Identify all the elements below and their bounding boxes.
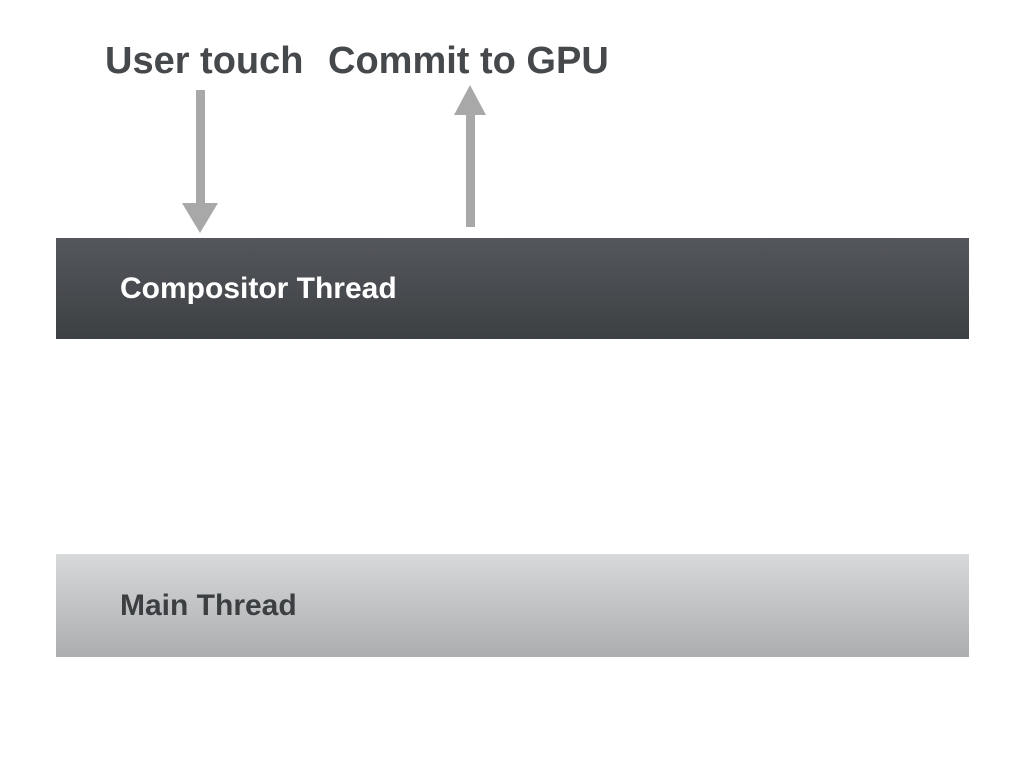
arrow-up-head (454, 85, 486, 115)
user-touch-label: User touch (105, 40, 304, 82)
main-thread-bar: Main Thread (56, 554, 969, 657)
arrow-down-shaft (195, 90, 205, 203)
commit-to-gpu-label: Commit to GPU (328, 40, 609, 82)
arrow-up-icon (454, 85, 486, 227)
arrow-down-head (182, 203, 218, 233)
compositor-thread-label: Compositor Thread (120, 271, 397, 305)
compositor-thread-bar: Compositor Thread (56, 238, 969, 339)
arrow-up-shaft (465, 115, 475, 227)
main-thread-label: Main Thread (120, 588, 297, 622)
arrow-down-icon (182, 90, 218, 233)
